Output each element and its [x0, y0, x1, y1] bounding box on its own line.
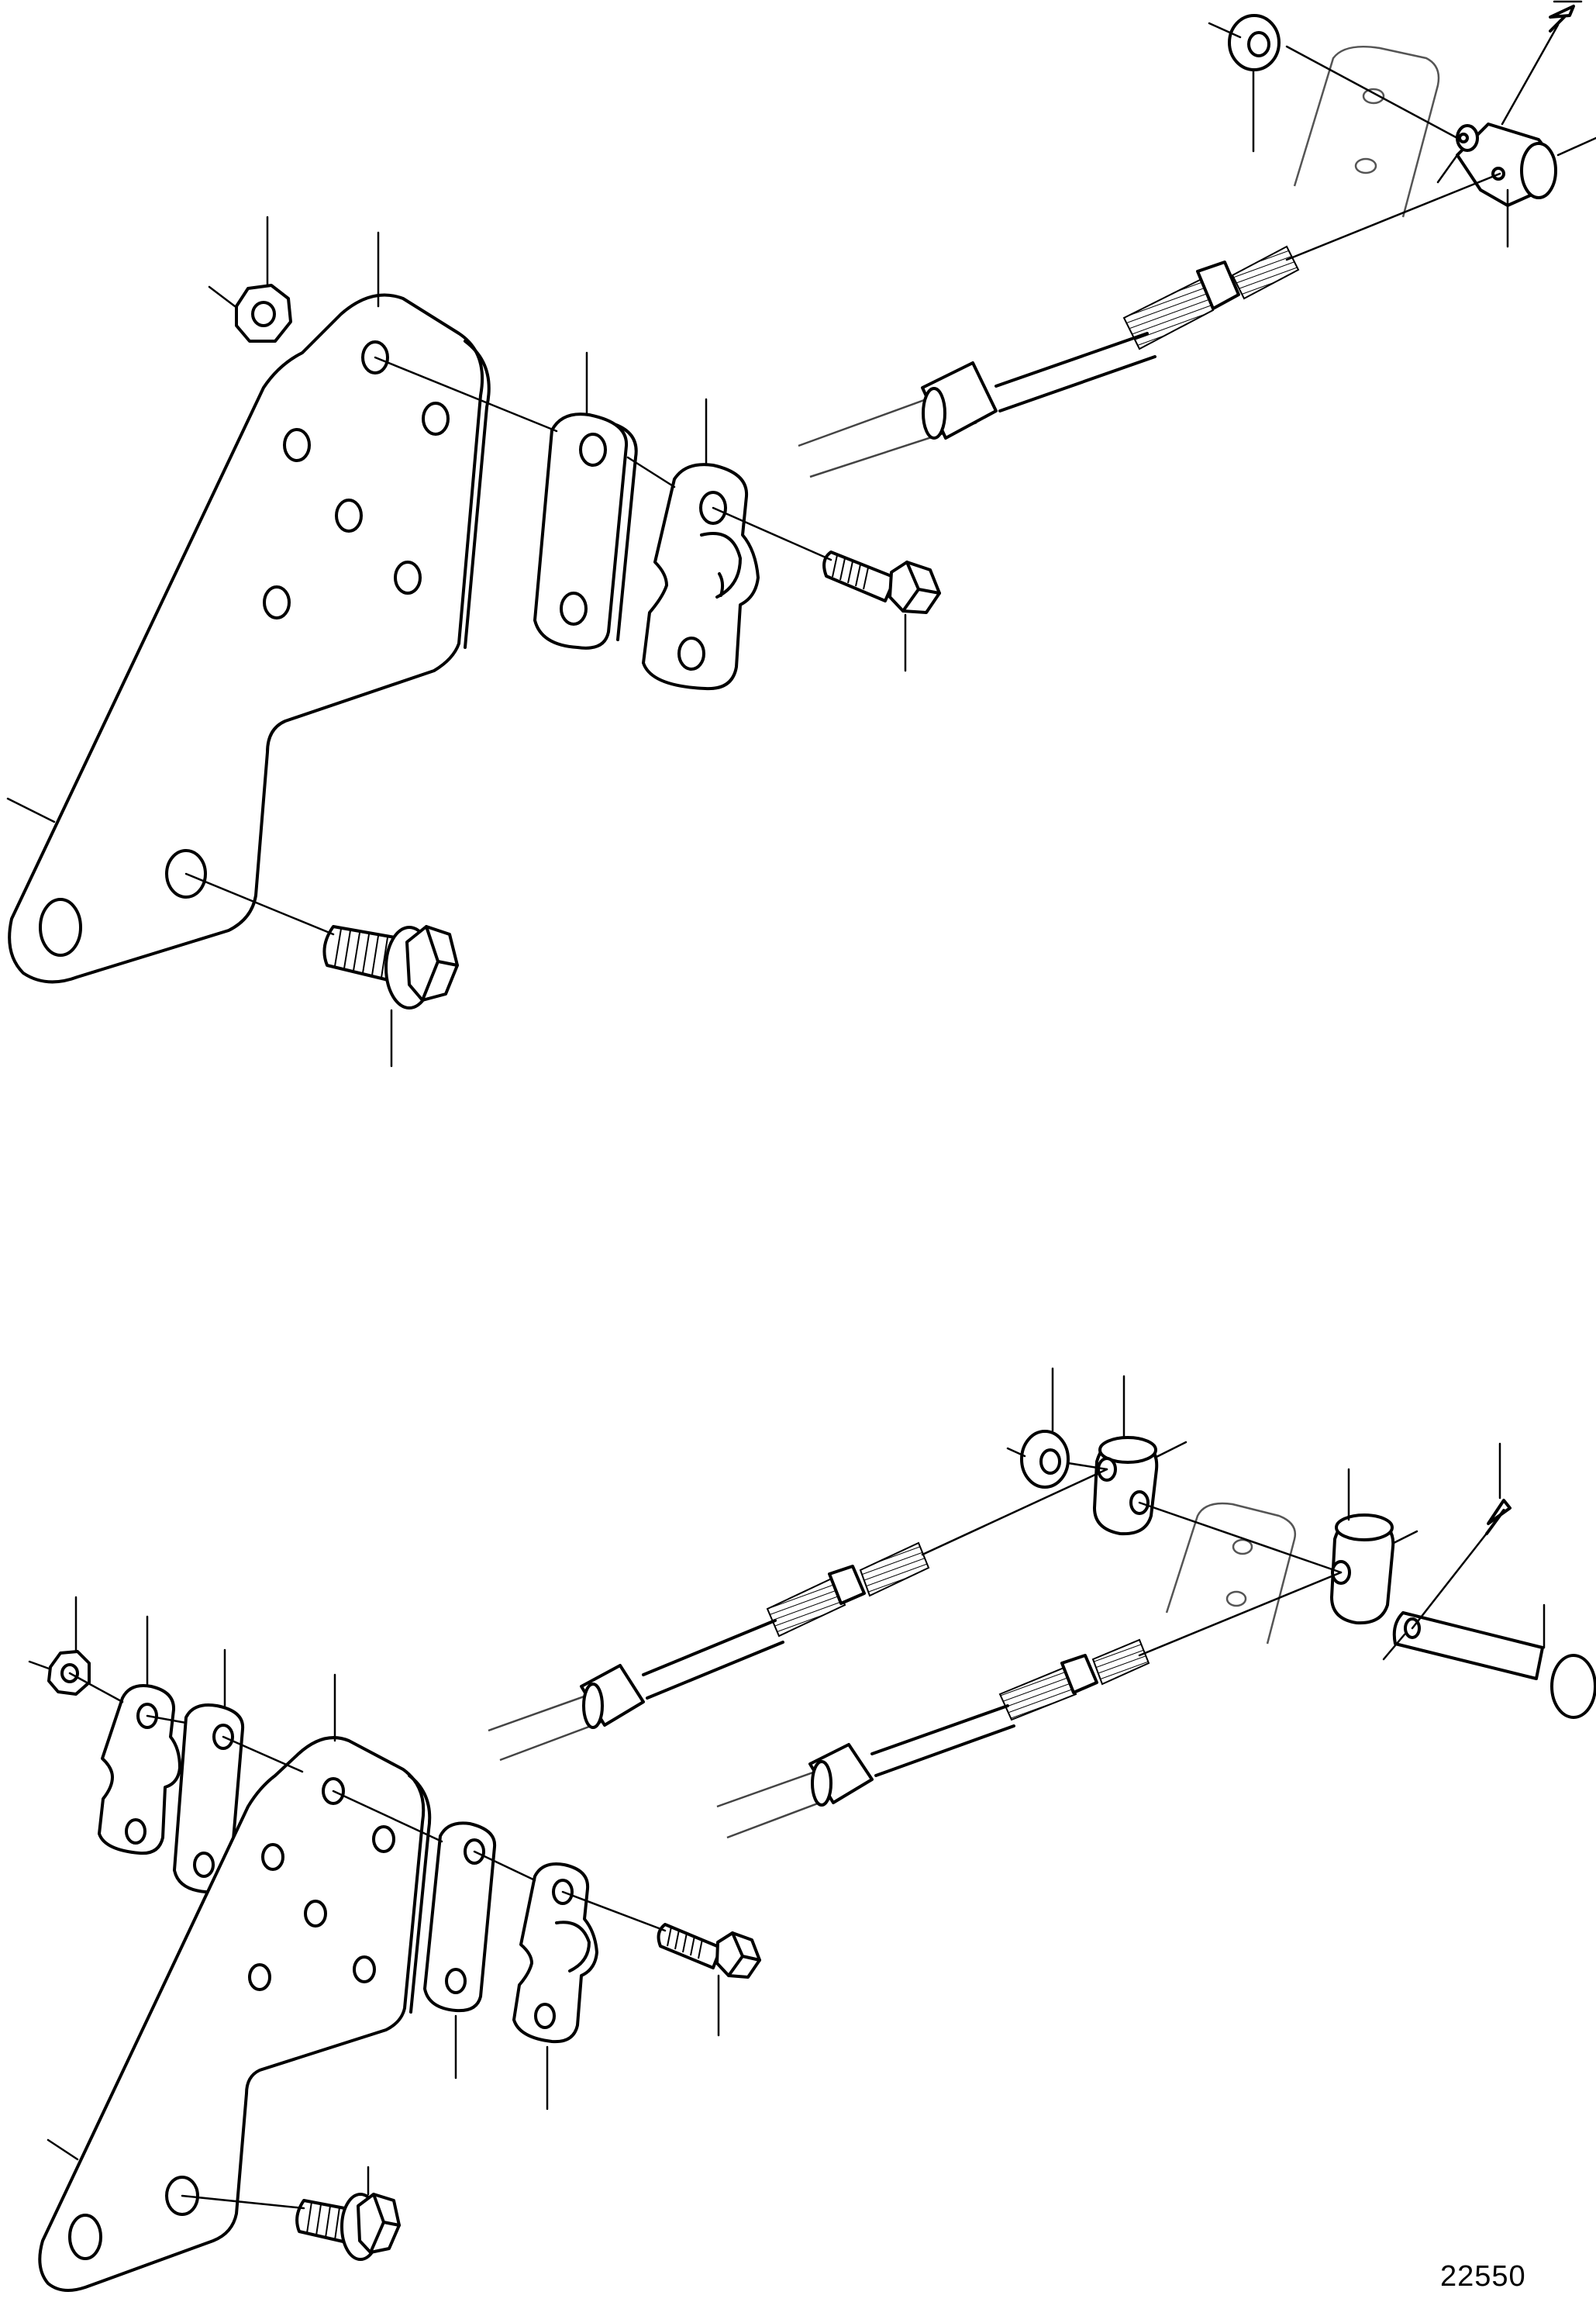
- lower-front-cable-clamp: [512, 1862, 598, 2111]
- upper-alignment-line: [374, 356, 558, 433]
- lower-cable-joint-1: [1093, 1375, 1188, 1536]
- lower-alignment-line: [146, 1714, 188, 1724]
- upper-alignment-line: [626, 456, 676, 488]
- upper-engine-bracket-hole: [1362, 88, 1385, 105]
- lower-engine-bracket-hole: [1225, 1590, 1247, 1607]
- upper-engine-bracket-hole: [1354, 157, 1377, 174]
- lower-rear-cable-clamp: [98, 1615, 181, 1855]
- lower-alignment-line: [68, 1672, 124, 1703]
- upper-nut: [208, 216, 292, 343]
- lower-mounting-bolt: [295, 2166, 401, 2261]
- lower-alignment-line: [222, 1735, 304, 1773]
- upper-spacer-plate: [533, 351, 638, 650]
- upper-control-cable: [798, 245, 1300, 478]
- lower-clevis-pin: [1382, 1603, 1596, 1719]
- upper-alignment-line: [1285, 172, 1501, 261]
- lower-assembly: [28, 1367, 1596, 2292]
- upper-alignment-line: [184, 872, 335, 936]
- lower-control-cable-1: [488, 1541, 930, 1762]
- upper-clamp-bolt: [822, 551, 941, 672]
- upper-washer: [1208, 14, 1281, 153]
- lower-engine-bracket-outline: [1165, 1502, 1297, 1645]
- upper-alignment-line: [1285, 45, 1459, 140]
- lower-alignment-line: [473, 1850, 536, 1882]
- upper-split-pin: [1501, 0, 1583, 126]
- upper-assembly: [6, 0, 1596, 1068]
- lower-clamp-bolt: [657, 1923, 761, 2037]
- figure-number: 22550: [1440, 2260, 1526, 2293]
- upper-cable-clamp: [642, 398, 760, 691]
- lower-alignment-line: [921, 1468, 1108, 1556]
- upper-mounting-bolt: [322, 925, 459, 1068]
- lower-alignment-line: [1067, 1462, 1108, 1471]
- upper-engine-bracket-outline: [1293, 45, 1440, 218]
- lower-alignment-line: [181, 2194, 305, 2210]
- lower-split-pin: [1411, 1442, 1512, 1630]
- upper-alignment-line: [712, 506, 832, 561]
- upper-mounting-plate: [6, 231, 491, 984]
- lower-washer: [1006, 1367, 1070, 1489]
- lower-alignment-line: [1138, 1571, 1343, 1657]
- upper-cable-joint: [1436, 123, 1596, 248]
- lower-engine-bracket-hole: [1232, 1538, 1253, 1555]
- lower-control-cable-2: [716, 1638, 1150, 1839]
- lower-alignment-line: [332, 1790, 443, 1843]
- lower-alignment-line: [1138, 1501, 1343, 1574]
- lower-front-spacer-plate: [423, 1821, 497, 2079]
- lower-alignment-line: [561, 1890, 667, 1932]
- lower-cable-joint-2: [1330, 1468, 1418, 1625]
